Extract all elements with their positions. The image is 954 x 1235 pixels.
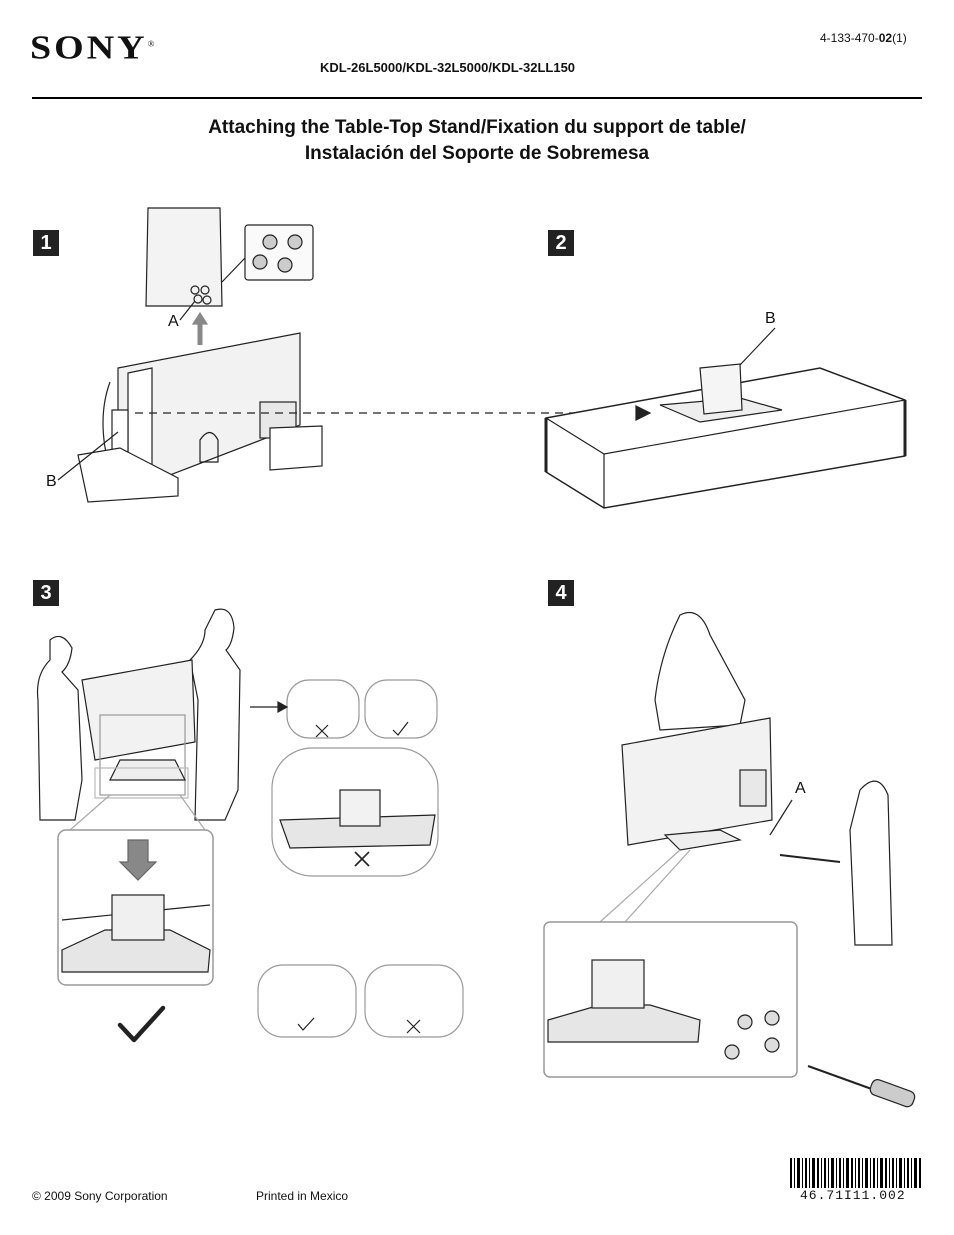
step1-label-a: A	[168, 313, 179, 330]
step-3-badge: 3	[33, 580, 59, 606]
step2-illustration	[544, 327, 907, 509]
brand-name: SONY	[30, 28, 148, 67]
step-2-badge: 2	[548, 230, 574, 256]
step4-illustration	[543, 611, 916, 1108]
copyright-text: © 2009 Sony Corporation	[32, 1189, 168, 1203]
sony-logo: SONY®	[30, 28, 154, 68]
step1-illustration	[57, 207, 638, 503]
page-title-line2: Instalación del Soporte de Sobremesa	[304, 143, 650, 164]
screwdriver-icon	[807, 1065, 881, 1093]
arrow-icon	[191, 311, 209, 325]
check-icon	[297, 1017, 315, 1031]
arrow-icon	[118, 839, 158, 881]
screws-closeup	[252, 234, 303, 273]
screw-icon	[724, 1010, 780, 1060]
printed-in-text: Printed in Mexico	[256, 1189, 349, 1203]
step1-label-b: B	[46, 473, 57, 490]
cross-icon	[315, 724, 329, 738]
model-numbers: KDL-26L5000/KDL-32L5000/KDL-32LL150	[320, 60, 576, 75]
step-4-badge: 4	[548, 580, 574, 606]
cross-icon	[406, 1019, 421, 1034]
screwdriver-icon	[779, 854, 841, 863]
header-divider	[32, 97, 922, 99]
step-1-badge: 1	[33, 230, 59, 256]
barcode-icon	[790, 1158, 921, 1188]
part-number-suffix: (1)	[892, 31, 907, 45]
arrow-icon	[635, 405, 652, 421]
screw-icon	[190, 285, 212, 305]
page-title-line1: Attaching the Table-Top Stand/Fixation d…	[208, 117, 746, 138]
registered-mark: ®	[147, 39, 155, 49]
step3-illustration	[36, 608, 464, 1043]
step2-label-b: B	[765, 310, 776, 327]
part-number: 4-133-470-02(1)	[820, 31, 907, 45]
step4-label-a: A	[795, 780, 806, 797]
barcode-number: 46.71I11.002	[800, 1188, 906, 1203]
part-number-prefix: 4-133-470-	[820, 31, 879, 45]
part-number-revision: 02	[878, 31, 893, 45]
check-icon	[392, 721, 409, 736]
check-icon	[117, 1005, 166, 1043]
cross-icon	[354, 851, 370, 867]
